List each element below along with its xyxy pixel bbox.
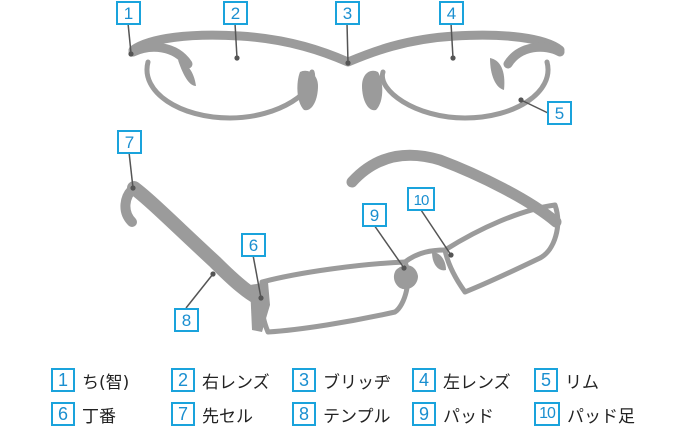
legend-item-1: 1 ち(智) [51, 368, 130, 393]
legend-label: テンプル [323, 406, 391, 427]
callout-6: 6 [241, 233, 266, 257]
callout-9-number: 9 [370, 206, 379, 225]
legend-label: パッド [443, 406, 494, 427]
legend-item-9: 9 パッド [412, 402, 494, 427]
legend-item-6: 6 丁番 [51, 402, 116, 427]
front-temple-tip-right [178, 60, 196, 86]
side-view-glasses [120, 149, 562, 335]
legend-label: リム [565, 372, 599, 393]
legend-number: 10 [534, 402, 560, 426]
legend-number: 4 [412, 368, 436, 392]
front-pad-right [297, 70, 318, 111]
callout-1: 1 [116, 1, 141, 25]
callout-3-number: 3 [343, 4, 352, 23]
callout-boxes: 1 2 3 4 5 7 6 8 [116, 1, 572, 332]
legend-label: 丁番 [82, 406, 116, 427]
legend-item-7: 7 先セル [171, 402, 253, 427]
callout-7: 7 [117, 130, 142, 154]
side-far-temple [346, 149, 562, 228]
legend-number: 6 [51, 402, 75, 426]
callout-8: 8 [174, 308, 199, 332]
callout-2-number: 2 [231, 4, 240, 23]
legend-number: 9 [412, 402, 436, 426]
callout-4: 4 [439, 1, 464, 25]
front-left-rim [379, 59, 551, 121]
legend-item-4: 4 左レンズ [412, 368, 511, 393]
side-near-temple [127, 181, 269, 307]
callout-5: 5 [547, 101, 572, 125]
leader-dots [128, 51, 524, 301]
legend-number: 3 [292, 368, 316, 392]
legend-item-2: 2 右レンズ [171, 368, 270, 393]
legend-label: ブリッヂ [323, 372, 391, 393]
front-right-temple-stub [128, 42, 193, 69]
callout-8-number: 8 [182, 311, 191, 330]
callout-6-number: 6 [249, 236, 258, 255]
callout-9: 9 [362, 203, 387, 227]
callout-7-number: 7 [125, 133, 134, 152]
callout-1-number: 1 [124, 4, 133, 23]
legend-number: 8 [292, 402, 316, 426]
legend-item-10: 10 パッド足 [534, 402, 635, 427]
callout-4-number: 4 [447, 4, 456, 23]
legend-item-5: 5 リム [534, 368, 599, 393]
side-temple-end [120, 183, 139, 227]
side-far-rim [442, 202, 561, 295]
legend-number: 5 [534, 368, 558, 392]
legend-number: 1 [51, 368, 75, 392]
legend-label: パッド足 [567, 406, 635, 427]
legend-number: 7 [171, 402, 195, 426]
side-pad-arm [432, 252, 446, 271]
callout-10-number: 10 [414, 192, 429, 209]
front-top-bar [128, 30, 565, 67]
leader-lines [127, 22, 549, 309]
callout-2: 2 [223, 1, 248, 25]
callout-3: 3 [335, 1, 360, 25]
legend-item-3: 3 ブリッヂ [292, 368, 391, 393]
legend-number: 2 [171, 368, 195, 392]
legend-label: 右レンズ [202, 372, 270, 393]
legend-label: 左レンズ [443, 372, 511, 393]
front-left-temple-stub [503, 42, 565, 69]
front-pad-left [362, 70, 383, 111]
legend-label: 先セル [202, 406, 253, 427]
front-temple-tip-left [490, 58, 505, 90]
front-right-rim [144, 59, 316, 121]
side-near-rim [258, 259, 411, 335]
side-hinge [250, 282, 270, 332]
legend-row-2: 6 丁番 7 先セル 8 テンプル 9 パッド 10 パッド足 [0, 402, 690, 428]
legend-item-8: 8 テンプル [292, 402, 391, 427]
legend-row-1: 1 ち(智) 2 右レンズ 3 ブリッヂ 4 左レンズ 5 リム [0, 368, 690, 394]
side-pad [393, 265, 418, 290]
side-bridge [402, 247, 448, 265]
legend-label: ち(智) [82, 372, 130, 393]
callout-5-number: 5 [555, 104, 564, 123]
callout-10: 10 [407, 187, 435, 211]
